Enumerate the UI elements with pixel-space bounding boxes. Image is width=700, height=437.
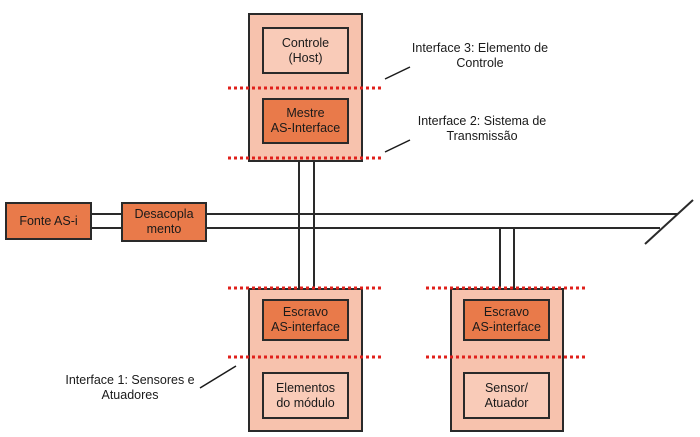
decoupling-box: Desacopla mento — [121, 202, 207, 242]
module-elements-box: Elementos do módulo — [262, 372, 349, 419]
leader-interface2 — [384, 139, 411, 153]
slave-left-box: Escravo AS-interface — [262, 299, 349, 341]
host-box: Controle (Host) — [262, 27, 349, 74]
interface1-label: Interface 1: Sensores e Atuadores — [65, 373, 195, 402]
interface2-label: Interface 2: Sistema de Transmissão — [417, 114, 547, 143]
interface3-label: Interface 3: Elemento de Controle — [411, 41, 549, 70]
power-supply-box: Fonte AS-i — [5, 202, 92, 240]
slave-right-box: Escravo AS-interface — [463, 299, 550, 341]
sensor-actuator-box: Sensor/ Atuador — [463, 372, 550, 419]
bus-break-slash — [644, 199, 694, 245]
leader-interface3 — [384, 66, 411, 80]
master-box: Mestre AS-Interface — [262, 98, 349, 144]
leader-interface1 — [199, 365, 237, 389]
